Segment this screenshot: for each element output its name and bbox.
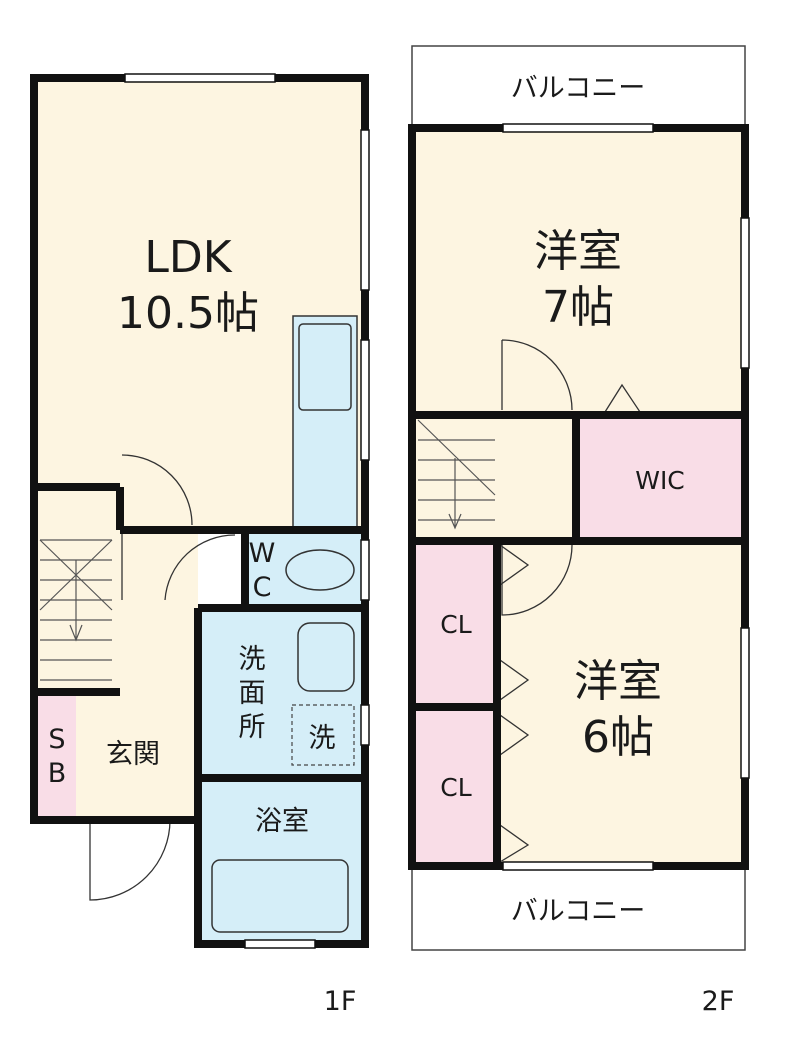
bathroom [198,778,361,940]
washroom-label-1: 洗 [239,644,266,675]
room1-size: 7帖 [542,282,614,333]
room-6jo [497,541,741,864]
closet-1-label: CL [440,610,471,639]
shoebox-label-b: B [48,758,67,789]
closet-1 [416,541,496,705]
wc-label-c: C [253,572,272,603]
balcony-bottom-label: バルコニー [511,896,645,927]
room-7jo [416,130,741,413]
floor-label-2f: 2F [702,986,735,1017]
room2-size: 6帖 [582,712,654,763]
toilet-icon [285,549,355,591]
ldk-size: 10.5帖 [117,288,259,339]
floor-2: バルコニー 洋室 7帖 WIC CL CL 洋室 6帖 バルコニー 2F [408,45,750,1017]
kitchen-counter [292,315,358,529]
wc-room [245,530,361,608]
kitchen-sink [298,323,352,411]
windows-2f [502,123,750,871]
room2-name: 洋室 [574,656,662,707]
washroom-label-2: 面 [239,678,266,709]
wic-room [578,417,741,537]
balcony-bottom [411,867,746,951]
closet-2-label: CL [440,773,471,802]
washer-label: 洗 [309,723,336,754]
door-swings-2f [499,339,641,863]
windows-1f [124,73,370,949]
stairs-1f [39,539,113,681]
shoebox [38,692,76,816]
washroom-label-3: 所 [239,712,266,743]
washer-space [291,704,355,766]
floor-label-1f: 1F [324,986,357,1017]
wc-label-w: W [249,538,276,569]
walls-1f [30,74,369,948]
stairs-2f [417,419,496,530]
shoebox-label-s: S [48,724,65,755]
ldk-name: LDK [144,232,232,283]
washroom [198,608,361,778]
bathtub [211,859,349,933]
floor-1: LDK 10.5帖 W C 洗 面 所 洗 S B 玄関 浴室 1F [30,73,370,1017]
washbasin [297,622,355,692]
hall-2f [416,413,576,543]
door-swings-1f [89,454,236,901]
bath-label: 浴室 [255,806,309,837]
balcony-top [411,45,746,129]
room1-name: 洋室 [534,226,622,277]
entrance-label: 玄関 [106,739,160,770]
balcony-top-label: バルコニー [511,73,645,104]
closet-2 [416,709,496,864]
wic-label: WIC [635,466,685,495]
